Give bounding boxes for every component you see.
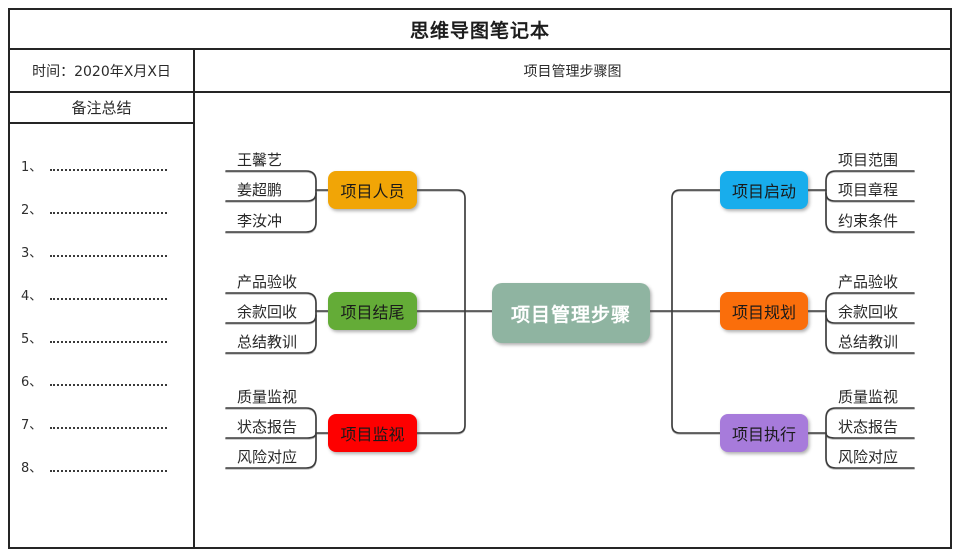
- note-number: 2、: [21, 203, 43, 218]
- header-row: 时间：2020年X月X日 项目管理步骤图: [10, 50, 950, 93]
- note-number: 7、: [21, 418, 43, 433]
- note-number: 3、: [21, 246, 43, 261]
- child-topic[interactable]: 姜超鹏: [237, 181, 283, 199]
- child-topic[interactable]: 项目章程: [838, 181, 899, 199]
- notes-header: 备注总结: [10, 93, 193, 124]
- child-topic[interactable]: 余款回收: [237, 303, 298, 321]
- child-topic[interactable]: 余款回收: [838, 303, 899, 321]
- note-dots-line: [50, 470, 167, 472]
- note-dots-line: [50, 255, 167, 257]
- child-topic[interactable]: 总结教训: [838, 333, 899, 351]
- note-dots-line: [50, 212, 167, 214]
- child-topic[interactable]: 质量监视: [237, 388, 298, 406]
- note-dots-line: [50, 341, 167, 343]
- child-topic[interactable]: 项目范围: [838, 151, 899, 169]
- diagram-title: 项目管理步骤图: [523, 63, 622, 80]
- child-topic[interactable]: 风险对应: [237, 448, 298, 466]
- body-row: 备注总结 1、 2、 3、 4、 5、 6、 7、 8、: [10, 93, 950, 547]
- branch-node-right-3[interactable]: 项目执行: [720, 414, 808, 452]
- title-row: 思维导图笔记本: [10, 10, 950, 50]
- child-topic[interactable]: 风险对应: [838, 448, 899, 466]
- note-dots-line: [50, 384, 167, 386]
- child-topic[interactable]: 质量监视: [838, 388, 899, 406]
- child-topic[interactable]: 状态报告: [838, 418, 899, 436]
- subtitle-cell: 项目管理步骤图: [195, 50, 950, 91]
- notes-list: 1、 2、 3、 4、 5、 6、 7、 8、: [10, 124, 193, 547]
- child-topic[interactable]: 产品验收: [838, 273, 899, 291]
- time-label: 时间：2020年X月X日: [32, 63, 171, 80]
- notebook-frame: 思维导图笔记本 时间：2020年X月X日 项目管理步骤图 备注总结 1、 2、 …: [8, 8, 952, 549]
- note-line: 2、: [21, 175, 167, 218]
- note-number: 8、: [21, 461, 43, 476]
- note-dots-line: [50, 427, 167, 429]
- note-dots-line: [50, 169, 167, 171]
- time-cell: 时间：2020年X月X日: [10, 50, 195, 91]
- branch-node-left-3[interactable]: 项目监视: [328, 414, 417, 452]
- child-topic[interactable]: 产品验收: [237, 273, 298, 291]
- branch-node-right-2[interactable]: 项目规划: [720, 292, 808, 330]
- note-line: 6、: [21, 347, 167, 390]
- central-topic-node[interactable]: 项目管理步骤: [492, 283, 650, 343]
- child-topic[interactable]: 李汝冲: [237, 212, 283, 230]
- note-number: 1、: [21, 160, 43, 175]
- note-line: 4、: [21, 261, 167, 304]
- child-topic[interactable]: 总结教训: [237, 333, 298, 351]
- child-topic[interactable]: 王馨艺: [237, 151, 283, 169]
- page-title: 思维导图笔记本: [409, 19, 550, 42]
- note-line: 1、: [21, 132, 167, 175]
- child-topic[interactable]: 约束条件: [838, 212, 899, 230]
- note-line: 3、: [21, 218, 167, 261]
- note-line: 7、: [21, 390, 167, 433]
- note-dots-line: [50, 298, 167, 300]
- note-number: 5、: [21, 332, 43, 347]
- notes-sidebar: 备注总结 1、 2、 3、 4、 5、 6、 7、 8、: [10, 93, 195, 547]
- branch-node-left-2[interactable]: 项目结尾: [328, 292, 417, 330]
- branch-node-left-1[interactable]: 项目人员: [328, 171, 417, 209]
- child-topic[interactable]: 状态报告: [237, 418, 298, 436]
- note-line: 5、: [21, 304, 167, 347]
- note-number: 6、: [21, 375, 43, 390]
- note-line: 8、: [21, 433, 167, 476]
- branch-node-right-1[interactable]: 项目启动: [720, 171, 808, 209]
- note-number: 4、: [21, 289, 43, 304]
